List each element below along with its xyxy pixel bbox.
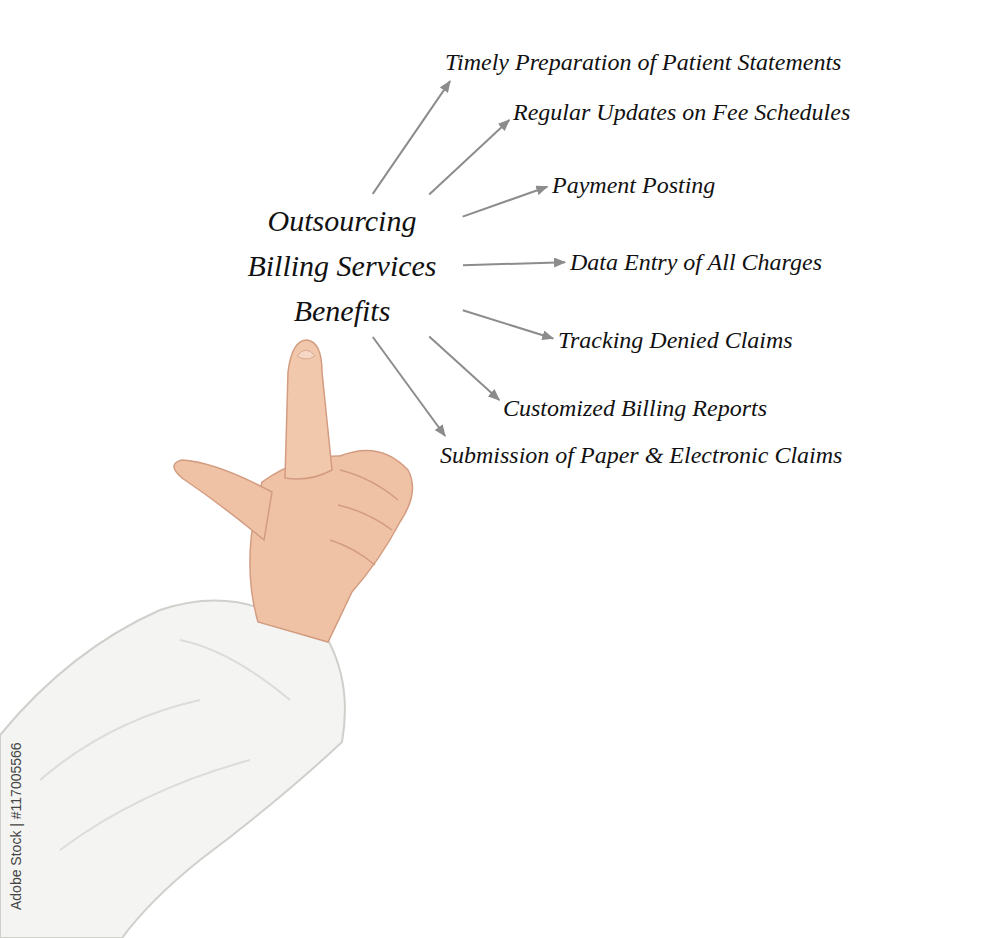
arrow-connector — [463, 310, 553, 338]
fist — [250, 450, 413, 642]
benefit-text: Regular Updates on Fee Schedules — [513, 97, 850, 127]
arrow-connector — [429, 120, 509, 195]
benefit-item: Regular Updates on Fee Schedules — [513, 97, 850, 127]
benefit-text: Payment Posting — [552, 170, 715, 200]
arrow-connector — [429, 336, 499, 400]
benefit-text: Customized Billing Reports — [503, 393, 767, 423]
arrow-connector — [463, 262, 565, 265]
benefit-text: Submission of Paper & Electronic Claims — [440, 440, 842, 470]
knuckle-lines — [330, 470, 398, 565]
sleeve-crease — [40, 640, 290, 850]
topic-text: Outsourcing Billing Services Benefits — [226, 198, 458, 333]
arrow-connector — [463, 187, 548, 217]
thumb — [174, 460, 272, 540]
central-topic: Outsourcing Billing Services Benefits — [226, 198, 458, 333]
benefit-item: Tracking Denied Claims — [558, 325, 793, 355]
sleeve — [0, 600, 345, 938]
benefit-item: Timely Preparation of Patient Statements — [445, 47, 841, 77]
fingernail — [297, 350, 315, 359]
benefit-text: Tracking Denied Claims — [558, 325, 793, 355]
benefit-item: Customized Billing Reports — [503, 393, 767, 423]
arrow-connector — [373, 337, 445, 436]
watermark: Adobe Stock | #117005566 — [8, 742, 24, 910]
benefit-text: Data Entry of All Charges — [570, 247, 822, 277]
benefit-text: Timely Preparation of Patient Statements — [445, 47, 841, 77]
benefit-item: Payment Posting — [552, 170, 715, 200]
benefit-item: Data Entry of All Charges — [570, 247, 822, 277]
index-finger — [285, 340, 332, 479]
arrow-connector — [373, 81, 450, 194]
benefit-item: Submission of Paper & Electronic Claims — [440, 440, 842, 470]
